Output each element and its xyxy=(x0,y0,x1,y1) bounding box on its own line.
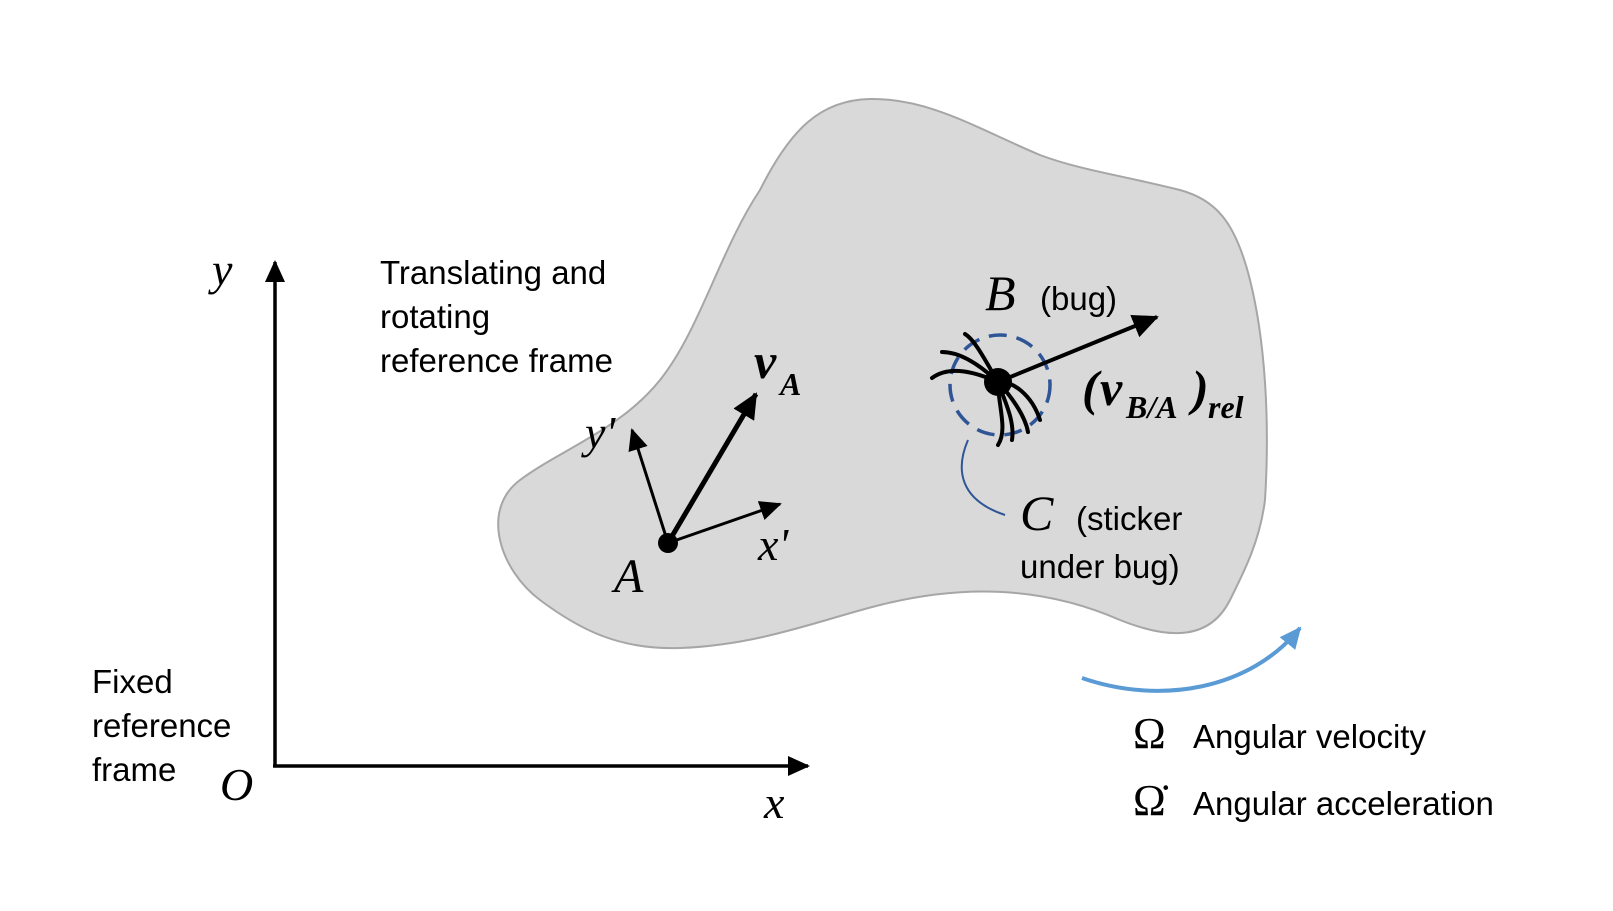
svg-text:v: v xyxy=(1100,360,1123,416)
sticker-c-circle xyxy=(948,333,1052,437)
svg-text:Fixed: Fixed xyxy=(92,663,173,700)
y-prime-label: y' xyxy=(581,407,616,458)
fixed-frame-label: Fixed reference frame xyxy=(92,663,231,788)
svg-text:frame: frame xyxy=(92,751,176,788)
svg-text:C: C xyxy=(1020,485,1054,541)
rel-velocity-arrow xyxy=(997,314,1159,384)
svg-text:): ) xyxy=(1188,360,1209,416)
moving-frame-label: Translating and rotating reference frame xyxy=(380,254,613,379)
y-axis-label: y xyxy=(208,244,233,295)
svg-text:rotating: rotating xyxy=(380,298,490,335)
svg-text:A: A xyxy=(778,366,801,402)
x-prime-label: x' xyxy=(757,519,789,570)
point-b-label: B (bug) xyxy=(985,265,1117,321)
point-a-label: A xyxy=(611,550,644,603)
x-prime-axis-arrow xyxy=(667,501,782,545)
x-axis-label: x xyxy=(763,777,785,828)
velocity-a-arrow xyxy=(665,392,759,545)
svg-text:Translating and: Translating and xyxy=(380,254,606,291)
rigid-body-shape xyxy=(497,97,1268,650)
svg-text:Angular acceleration: Angular acceleration xyxy=(1193,785,1494,822)
origin-label: O xyxy=(220,759,253,810)
svg-text:reference frame: reference frame xyxy=(380,342,613,379)
svg-text:Ω: Ω xyxy=(1133,709,1166,758)
sticker-c-leader-line xyxy=(960,439,1006,516)
point-c-label: C (sticker under bug) xyxy=(1020,485,1182,585)
svg-text:rel: rel xyxy=(1208,389,1244,425)
svg-text:(: ( xyxy=(1082,360,1102,416)
svg-text:reference: reference xyxy=(92,707,231,744)
legend-angular-velocity: Ω Angular velocity xyxy=(1133,709,1426,758)
svg-text:v: v xyxy=(754,333,777,389)
svg-text:(bug): (bug) xyxy=(1040,280,1117,317)
svg-text:B/A: B/A xyxy=(1125,389,1178,425)
svg-text:under bug): under bug) xyxy=(1020,548,1180,585)
svg-text:Angular velocity: Angular velocity xyxy=(1193,718,1426,755)
rotation-arrow xyxy=(1081,626,1302,693)
velocity-a-label: v A xyxy=(754,333,801,402)
legend-angular-acceleration: Ω̇ Angular acceleration xyxy=(1133,776,1494,825)
y-prime-axis-arrow xyxy=(628,428,670,544)
rel-velocity-label: ( v B/A ) rel xyxy=(1082,360,1244,425)
svg-text:B: B xyxy=(985,265,1016,321)
point-a-dot xyxy=(658,533,678,553)
svg-text:(sticker: (sticker xyxy=(1076,500,1182,537)
bug-icon xyxy=(930,332,1042,447)
svg-text:Ω̇: Ω̇ xyxy=(1133,776,1169,825)
